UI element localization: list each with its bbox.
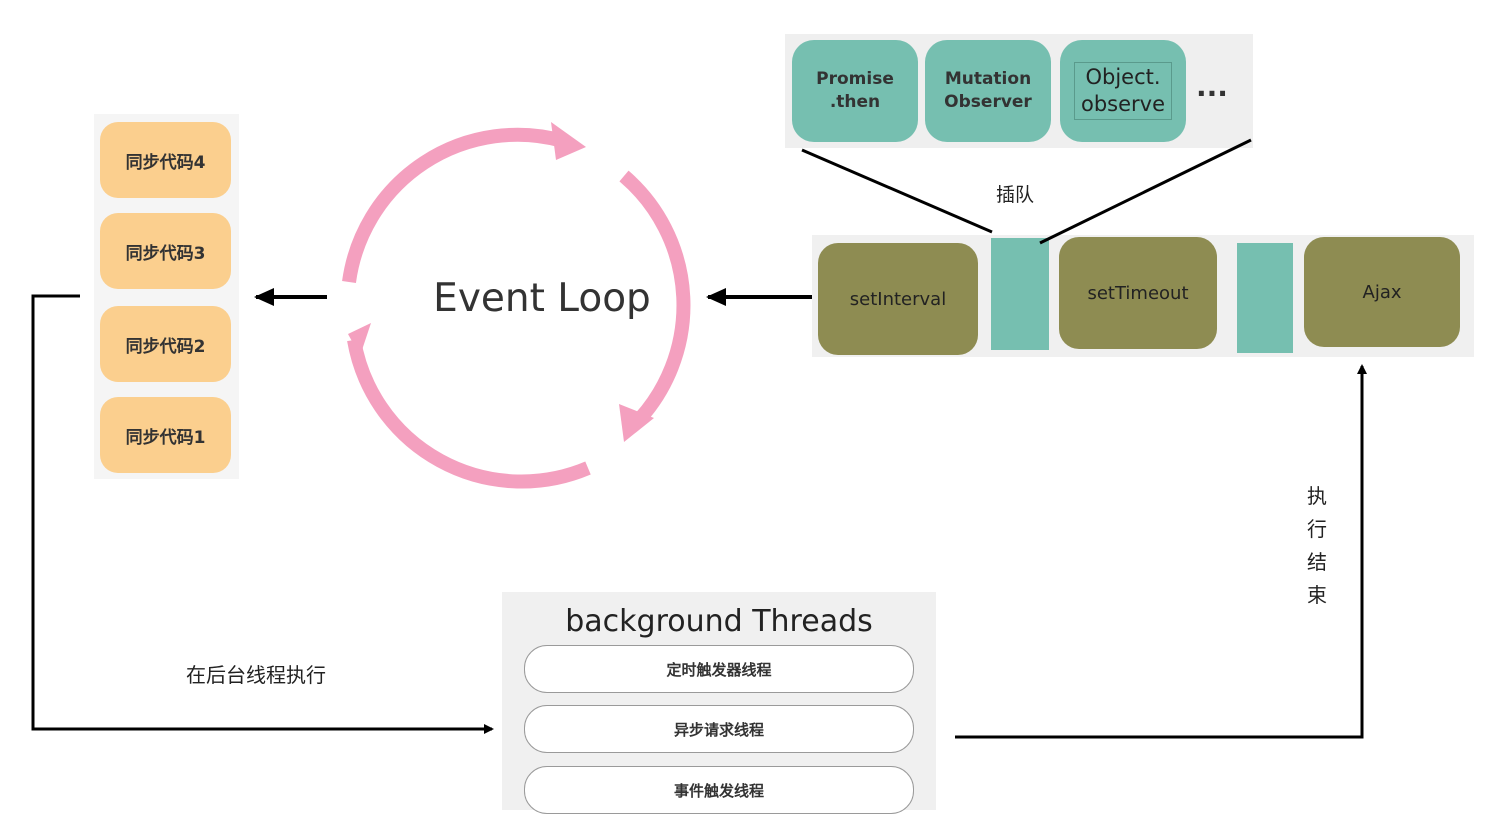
loop-arc-right <box>619 170 691 428</box>
event-loop-arcs <box>342 127 691 489</box>
sync-code-3: 同步代码3 <box>100 213 231 289</box>
loop-arrowhead-top <box>551 122 586 160</box>
thread-timer-trigger: 定时触发器线程 <box>524 645 914 693</box>
thread-async-request: 异步请求线程 <box>524 705 914 753</box>
microtask-slot-1 <box>991 238 1049 350</box>
loop-arc-bottom <box>347 338 591 489</box>
execution-done-label: 执 行 结 束 <box>1307 484 1327 607</box>
funnel-line-left <box>801 148 993 234</box>
microtask-promise-then: Promise.then <box>792 40 918 142</box>
sync-code-4: 同步代码4 <box>100 122 231 198</box>
background-threads-title: background Threads <box>565 604 873 639</box>
loop-arrowhead-bottom <box>348 323 371 356</box>
funnel-line-right <box>1039 138 1252 245</box>
sync-code-2: 同步代码2 <box>100 306 231 382</box>
event-loop-label: Event Loop <box>408 270 676 326</box>
arrow-stack-to-threads <box>31 294 494 734</box>
sync-code-1: 同步代码1 <box>100 397 231 473</box>
loop-arrowhead-right <box>619 404 654 442</box>
arrow-threads-to-ajax <box>955 364 1367 739</box>
microtask-object-observe: Object.observe <box>1060 40 1186 142</box>
macrotask-setinterval: setInterval <box>818 243 978 355</box>
microtask-slot-2 <box>1237 243 1293 353</box>
macrotask-settimeout: setTimeout <box>1059 237 1217 349</box>
queue-jump-label: 插队 <box>996 184 1035 206</box>
thread-event-trigger: 事件触发线程 <box>524 766 914 814</box>
macrotask-ajax: Ajax <box>1304 237 1460 347</box>
loop-arc-top <box>342 127 565 283</box>
microtask-more: ... <box>1196 70 1228 103</box>
background-exec-label: 在后台线程执行 <box>186 663 326 687</box>
